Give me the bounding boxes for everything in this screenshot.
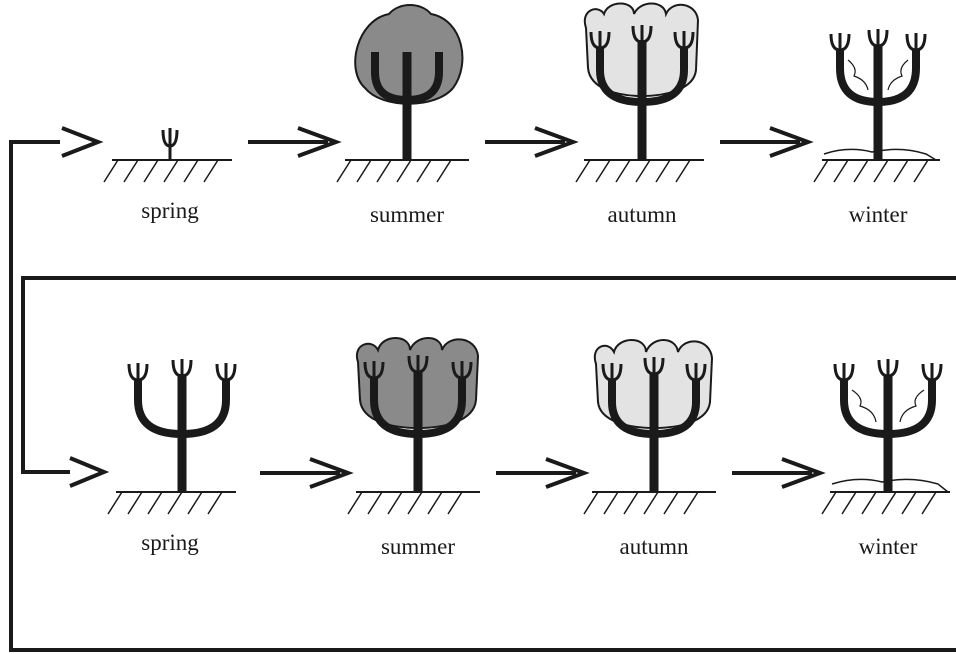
season-label: autumn — [620, 534, 689, 559]
arrow — [248, 126, 342, 158]
arrow — [496, 457, 590, 489]
arrow — [720, 126, 814, 158]
ground — [103, 159, 232, 183]
season-winter-2: winter — [821, 357, 950, 559]
season-label: winter — [859, 534, 918, 559]
season-spring-1: spring — [103, 128, 232, 223]
season-summer-2: summer — [347, 337, 480, 559]
arrow — [485, 126, 579, 158]
season-label: spring — [141, 530, 199, 555]
season-autumn-1: autumn — [575, 2, 704, 227]
season-label: summer — [381, 534, 455, 559]
season-autumn-2: autumn — [583, 339, 716, 559]
inner-loop-line — [21, 276, 956, 474]
arrowhead-to-spring-row-2 — [69, 456, 110, 488]
ground — [583, 491, 716, 515]
season-label: autumn — [608, 202, 677, 227]
cycle-connector — [9, 126, 956, 652]
arrow — [260, 457, 354, 489]
branching-tree — [363, 353, 473, 492]
season-label: spring — [141, 198, 199, 223]
season-label: winter — [849, 202, 908, 227]
ground — [347, 491, 480, 515]
branching-tree — [601, 355, 707, 492]
ground — [107, 491, 236, 515]
branching-tree — [589, 23, 695, 160]
row-1: spring summer — [103, 2, 940, 227]
row-2: spring summer — [107, 337, 950, 559]
ground — [336, 159, 469, 183]
bare-tree — [127, 357, 237, 492]
season-spring-2: spring — [107, 357, 237, 555]
arrowhead-to-spring-row-1 — [61, 126, 104, 158]
season-winter-1: winter — [813, 27, 940, 227]
season-summer-1: summer — [336, 4, 469, 227]
arrow — [732, 457, 826, 489]
young-tree-trunk — [371, 52, 443, 160]
bare-tree — [829, 27, 927, 160]
outer-loop-line — [9, 140, 956, 652]
sprout-icon — [161, 128, 179, 160]
ground — [575, 159, 704, 183]
season-label: summer — [370, 202, 444, 227]
bare-tree — [833, 357, 943, 492]
